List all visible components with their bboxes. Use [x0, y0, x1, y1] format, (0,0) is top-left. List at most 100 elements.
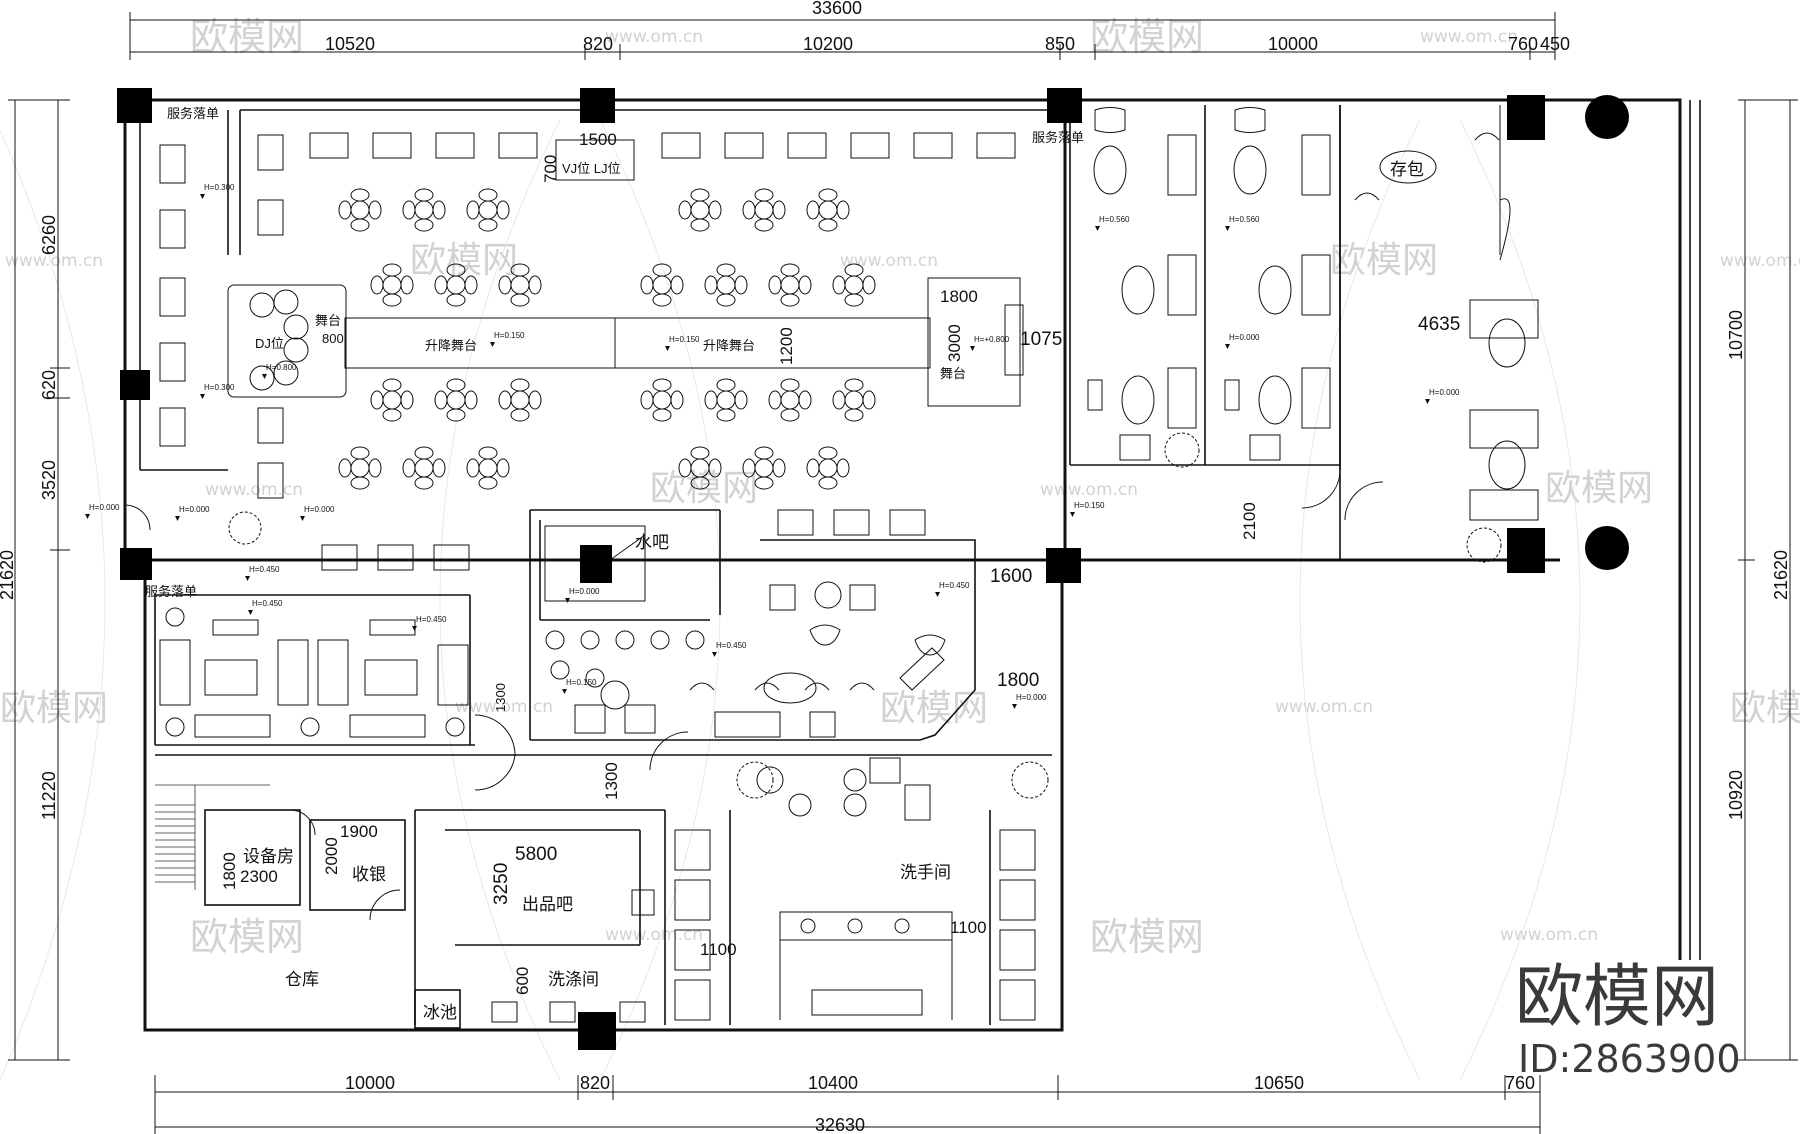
watermark-url: www.om.cn	[5, 251, 103, 271]
dim-1900: 1900	[340, 822, 378, 841]
bottom-dim-2: 820	[580, 1073, 610, 1093]
table-cluster	[640, 263, 684, 307]
dim-1800-side: 1800	[997, 670, 1039, 691]
wash-sinks	[491, 889, 655, 1023]
level-marker: H=0.000	[175, 505, 210, 521]
top-dim-4: 850	[1045, 34, 1075, 54]
lift-stage-label-1: 升降舞台	[425, 338, 477, 353]
right-total-dim: 21620	[1771, 550, 1791, 600]
level-text: H=0.000	[179, 505, 210, 514]
watermark-url: www.om.cn	[840, 251, 938, 271]
overall-bottom-dim: 32630	[815, 1115, 865, 1134]
watermark-url: www.om.cn	[1275, 697, 1373, 717]
lounge	[159, 607, 469, 738]
watermark-url: www.om.cn	[1420, 27, 1518, 47]
table-cluster	[370, 263, 414, 307]
level-text: H=+0.800	[974, 335, 1010, 344]
bag-room	[1354, 105, 1539, 521]
dim-5800: 5800	[515, 844, 557, 865]
right-dim-2: 10920	[1726, 770, 1746, 820]
dim-1800-equip: 1800	[220, 852, 239, 890]
level-marker: H=0.000	[1012, 693, 1047, 709]
table-cluster	[704, 263, 748, 307]
dimension-lines	[8, 12, 1798, 1134]
level-marker: H=+0.800	[970, 335, 1010, 351]
bottom-dim-4: 10650	[1254, 1073, 1304, 1093]
bar-area	[544, 525, 946, 738]
level-text: H=0.560	[1229, 215, 1260, 224]
watermark-layer: 欧模网 欧模网 www.om.cn www.om.cn 欧模网 欧模网 www.…	[0, 15, 1800, 1081]
table-cluster	[678, 188, 722, 232]
table-cluster	[806, 446, 850, 490]
stage-right-label: 舞台	[940, 366, 966, 381]
level-text: H=0.000	[89, 503, 120, 512]
table-cluster	[768, 378, 812, 422]
level-text: H=0.300	[204, 183, 235, 192]
bag-room-label: 存包	[1390, 160, 1424, 179]
table-cluster	[704, 378, 748, 422]
watermark-url: www.om.cn	[455, 697, 553, 717]
level-text: H=0.000	[1229, 333, 1260, 342]
level-marker: H=0.000	[1225, 333, 1260, 349]
plants	[228, 432, 1502, 799]
service-order-label: 服务落单	[167, 106, 219, 121]
level-marker: H=0.300	[200, 183, 235, 199]
level-marker: H=0.450	[712, 641, 747, 657]
table-cluster	[434, 263, 478, 307]
dim-3250: 3250	[491, 863, 512, 905]
walls	[123, 98, 1701, 1032]
left-total-dim: 21620	[0, 550, 17, 600]
level-marker: H=0.000	[85, 503, 120, 519]
stage-left-label: 舞台	[315, 313, 341, 328]
lift-stage	[227, 139, 1024, 407]
stage-left-dim: 800	[322, 331, 344, 346]
wall-seats	[159, 132, 1016, 571]
table-cluster	[498, 378, 542, 422]
table-cluster	[678, 446, 722, 490]
vip-rooms	[1087, 107, 1331, 461]
equip-room-label: 设备房	[243, 847, 294, 866]
brand-logo-text: 欧模网	[1515, 958, 1719, 1037]
dim-1100-b: 1100	[950, 918, 987, 937]
level-marker: H=0.150	[562, 678, 597, 694]
doors	[124, 198, 1511, 921]
level-marker: H=0.000	[565, 587, 600, 603]
level-marker: H=0.560	[1225, 215, 1260, 231]
cashier-label: 收银	[352, 865, 386, 884]
top-dim-6: 760	[1508, 34, 1538, 54]
bottom-dim-1: 10000	[345, 1073, 395, 1093]
watermark-brand: 欧模网	[410, 240, 518, 281]
level-text: H=0.300	[204, 383, 235, 392]
watermark-url: www.om.cn	[1500, 925, 1598, 945]
left-dim-2: 620	[39, 370, 59, 400]
table-cluster	[338, 188, 382, 232]
watermark-brand: 欧模网	[0, 688, 108, 729]
level-marker: H=0.450	[245, 565, 280, 581]
level-text: H=0.450	[416, 615, 447, 624]
top-dim-2: 820	[583, 34, 613, 54]
level-marker: H=0.450	[412, 615, 447, 631]
table-cluster	[370, 378, 414, 422]
level-marker: H=0.000	[300, 505, 335, 521]
brand-id: ID:2863900	[1518, 1037, 1741, 1081]
left-dim-3: 3520	[39, 460, 59, 500]
level-text: H=0.000	[304, 505, 335, 514]
watermark-url: www.om.cn	[1720, 251, 1800, 271]
overall-top-dim: 33600	[812, 0, 862, 18]
level-text: H=0.000	[1016, 693, 1047, 702]
table-cluster	[338, 446, 382, 490]
dim-3000: 3000	[945, 324, 964, 362]
table-cluster	[768, 263, 812, 307]
ice-pool-label: 冰池	[423, 1003, 457, 1022]
restroom-fixtures	[674, 757, 1036, 1021]
dim-2100: 2100	[1240, 502, 1259, 540]
dim-700: 700	[541, 155, 560, 183]
dim-600: 600	[513, 967, 532, 995]
level-text: H=0.000	[1429, 388, 1460, 397]
watermark-url: www.om.cn	[205, 480, 303, 500]
level-text: H=0.560	[1099, 215, 1130, 224]
water-bar-label: 水吧	[635, 533, 669, 552]
watermark-brand: 欧模网	[1330, 240, 1438, 281]
dim-1600: 1600	[990, 566, 1032, 587]
